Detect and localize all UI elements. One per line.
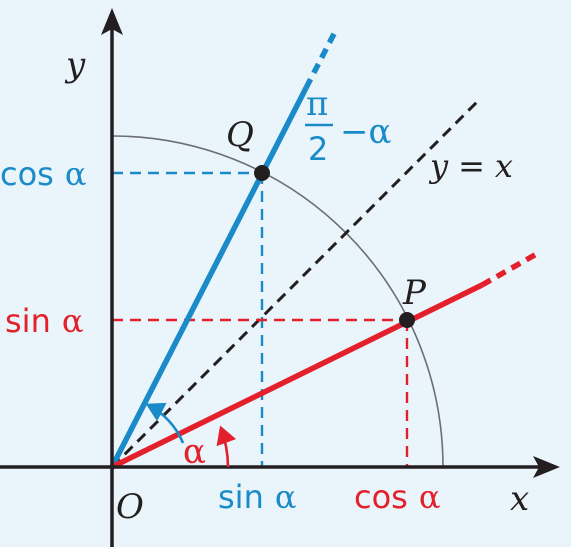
x-tick-sin-arg: α	[275, 478, 297, 516]
complement-minus-alpha: −α	[340, 112, 391, 152]
y-tick-cos-alpha: cos α	[0, 155, 86, 193]
x-tick-cos-alpha: cos α	[354, 478, 440, 516]
ray-oq-solid	[109, 86, 309, 469]
y-tick-cos-fn: cos	[0, 155, 54, 193]
diagonal-rhs: x	[495, 147, 513, 185]
diagonal-lhs: y	[428, 147, 449, 185]
x-axis-arrowhead	[533, 456, 560, 478]
angle-alpha-arc	[216, 425, 237, 468]
angle-complement-arc	[145, 402, 185, 444]
x-tick-sin-fn: sin	[218, 478, 264, 516]
x-axis-label: x	[510, 479, 529, 519]
y-tick-sin-fn: sin	[5, 302, 51, 340]
point-p	[399, 312, 415, 328]
diagonal-line-y-equals-x	[110, 99, 480, 469]
y-axis-label: y	[64, 45, 86, 85]
x-tick-sin-alpha: sin α	[218, 478, 296, 516]
ray-oq-dashed-extension	[303, 28, 339, 90]
x-tick-cos-fn: cos	[354, 478, 408, 516]
diagonal-equation-label: y = x	[428, 147, 513, 185]
y-tick-sin-arg: α	[62, 302, 84, 340]
complement-angle-label: π 2 −α	[305, 84, 391, 168]
complement-denominator: 2	[308, 130, 328, 168]
y-tick-cos-arg: α	[65, 155, 87, 193]
complement-numerator: π	[306, 84, 328, 124]
ray-op-solid	[110, 282, 484, 470]
y-axis-arrowhead	[101, 8, 123, 35]
ray-op-dashed-extension	[480, 249, 542, 288]
origin-label: O	[116, 487, 144, 527]
point-q	[254, 165, 270, 181]
x-tick-cos-arg: α	[419, 478, 441, 516]
diagonal-equals: =	[458, 147, 485, 185]
y-tick-sin-alpha: sin α	[5, 302, 83, 340]
point-p-label: P	[402, 273, 427, 313]
point-q-label: Q	[226, 115, 254, 155]
angle-alpha-label: α	[183, 432, 206, 472]
